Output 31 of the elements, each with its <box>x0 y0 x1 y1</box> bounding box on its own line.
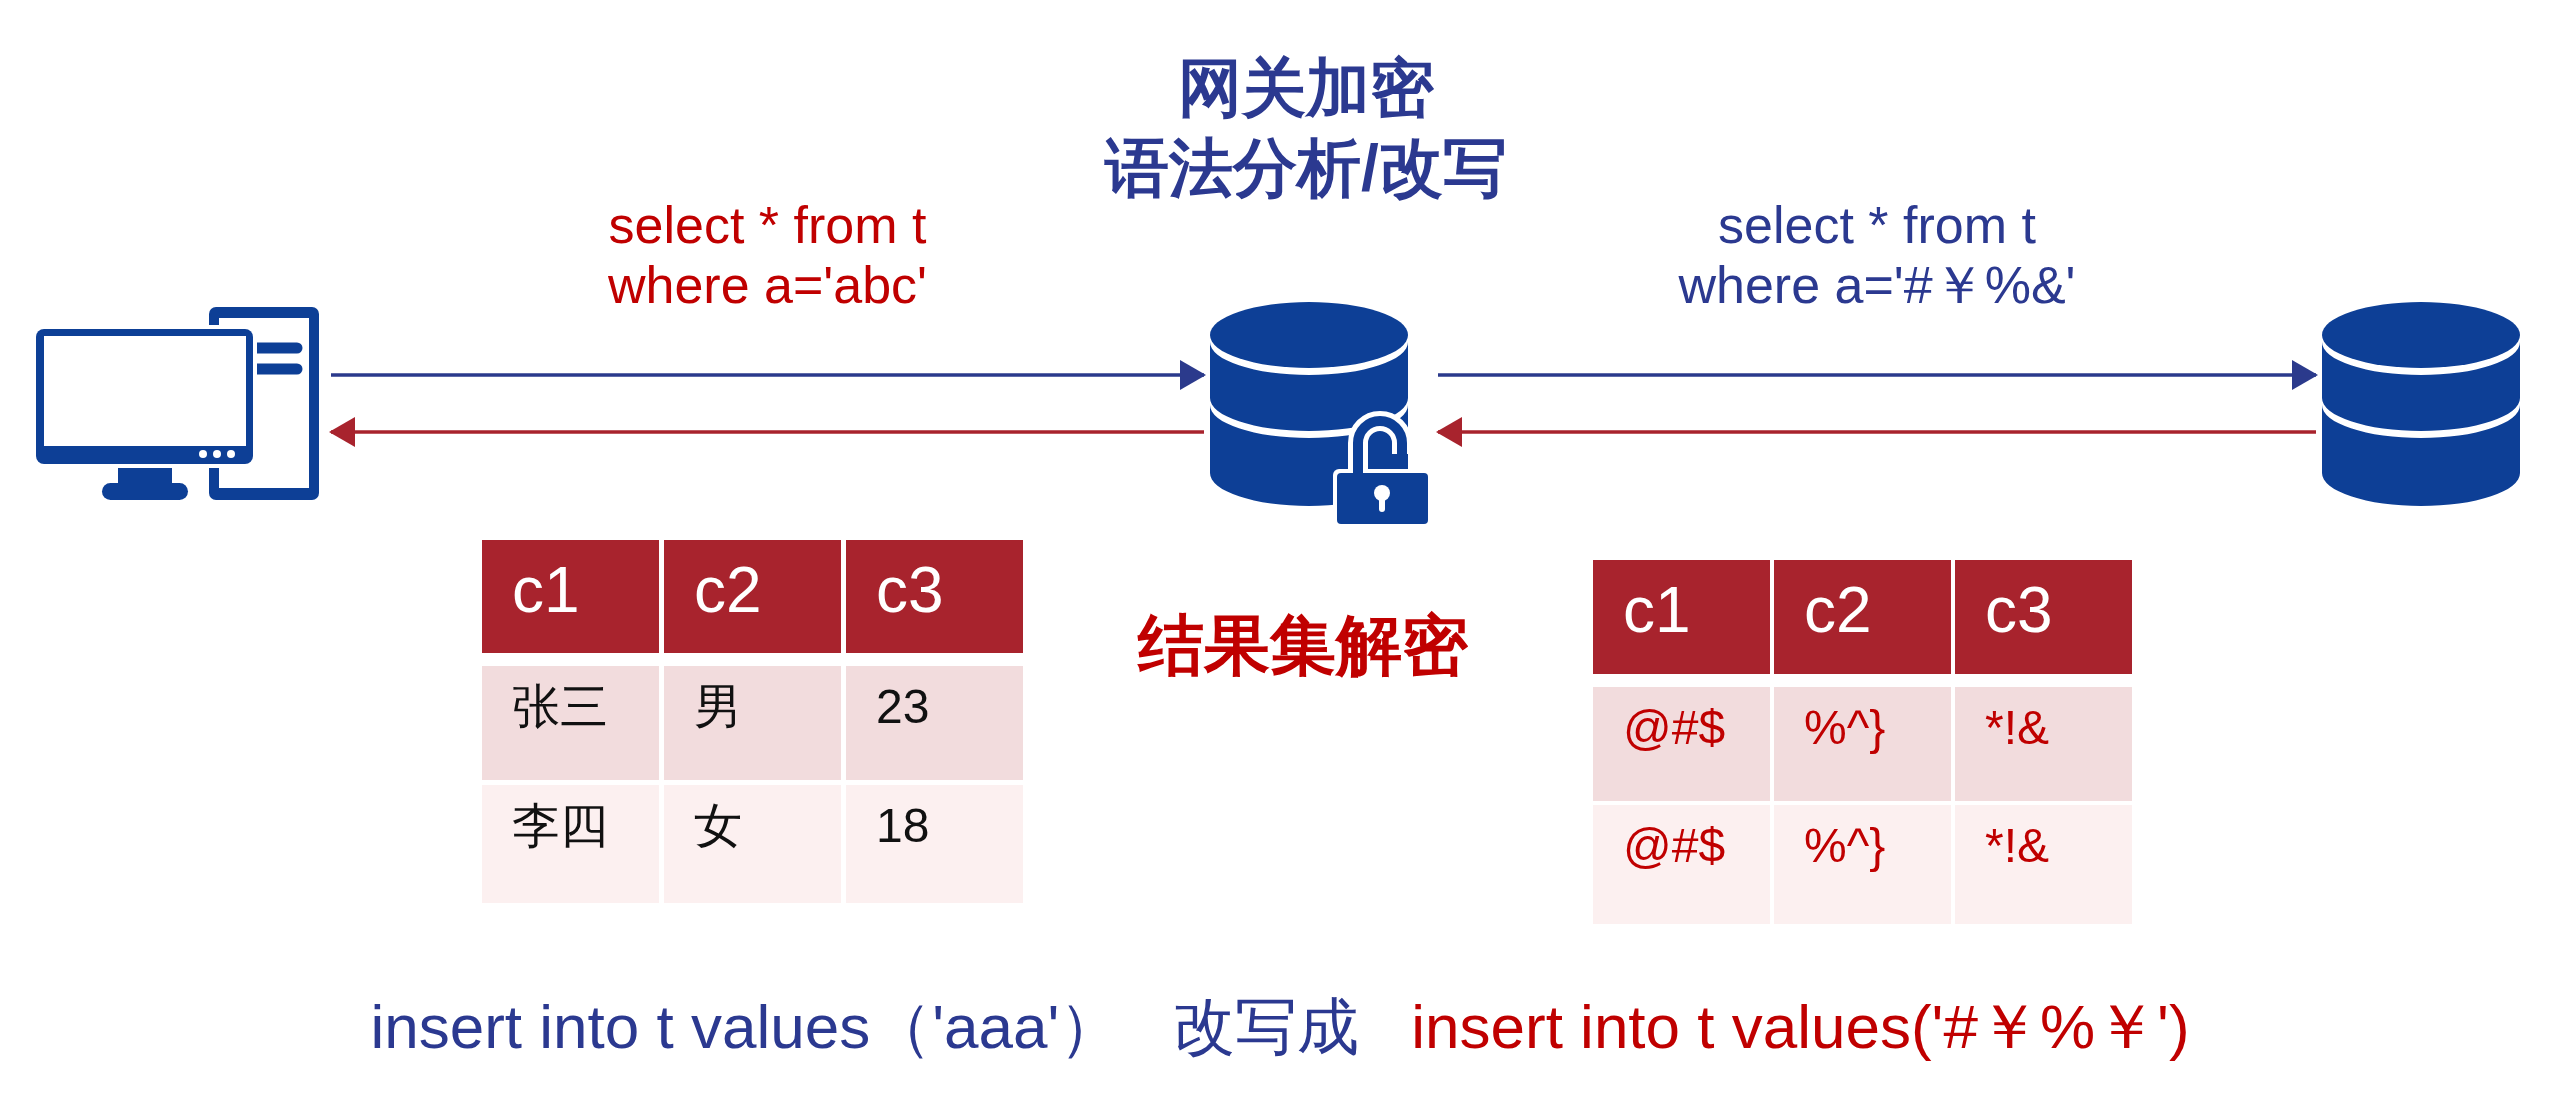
sql-statement: insert into t values（'aaa'） <box>370 991 1122 1063</box>
table-cell: @#$ <box>1593 687 1770 801</box>
table-cell: 23 <box>846 666 1023 780</box>
rewrite-text: 改写成 <box>1173 991 1360 1063</box>
heading-text: 语法分析/改写 <box>1105 132 1507 204</box>
table-cell: *!& <box>1955 805 2132 924</box>
table-cell: %^} <box>1774 805 1951 924</box>
query-label: select * from t where a='abc' <box>606 195 929 315</box>
table-header-cell: c2 <box>1774 560 1951 674</box>
table-cell: *!& <box>1955 687 2132 801</box>
table-cell: 18 <box>846 785 1023 903</box>
arrow <box>331 360 1206 390</box>
table-header-cell: c3 <box>1955 560 2132 674</box>
database-icon <box>2322 302 2520 506</box>
table-cell: 男 <box>664 666 841 780</box>
table-header-cell: c1 <box>482 540 659 653</box>
table-cell: 女 <box>664 785 841 903</box>
table-cell: %^} <box>1774 687 1951 801</box>
table-cell: 张三 <box>482 666 659 780</box>
arrow <box>329 417 1204 447</box>
table-header-cell: c1 <box>1593 560 1770 674</box>
heading-text: 网关加密 <box>1178 52 1434 124</box>
query-label: select * from t where a='#￥%&' <box>1677 195 2077 315</box>
table-header-cell: c2 <box>664 540 841 653</box>
table-cell: @#$ <box>1593 805 1770 924</box>
table-cell: 李四 <box>482 785 659 903</box>
table-header-cell: c3 <box>846 540 1023 653</box>
arrow <box>1438 360 2318 390</box>
sql-statement: insert into t values('#￥%￥') <box>1411 991 2190 1063</box>
caption-text: 结果集解密 <box>1138 608 1468 682</box>
arrow <box>1436 417 2316 447</box>
